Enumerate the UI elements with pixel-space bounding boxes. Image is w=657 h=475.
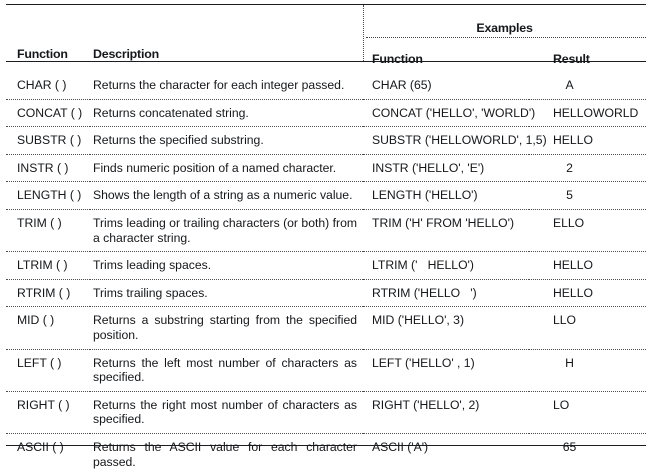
header-row-bottom: Function Result (6, 40, 646, 72)
cell-description: Trims trailing spaces. (90, 279, 363, 308)
cell-example-function: LENGTH ('HELLO') (363, 181, 529, 210)
cell-example-result: HELLOWORLD (529, 99, 647, 128)
table-body: CHAR ( ) Returns the character for each … (6, 72, 647, 475)
cell-example-result: H (529, 349, 647, 392)
cell-example-result: ELLO (529, 209, 647, 253)
table-row: TRIM ( ) Trims leading or trailing chara… (6, 209, 647, 253)
cell-description: Returns the ASCII value for each charact… (93, 439, 357, 469)
cell-example-function: LEFT ('HELLO' , 1) (363, 349, 529, 392)
column-header-examples-result: Result (553, 52, 590, 66)
cell-function: LTRIM ( ) (6, 251, 90, 280)
table-row: CHAR ( ) Returns the character for each … (6, 72, 647, 100)
table-row: CONCAT ( ) Returns concatenated string. … (6, 99, 647, 128)
cell-example-result: 5 (529, 181, 647, 210)
cell-function: CONCAT ( ) (6, 99, 90, 128)
header-row-top: Function Description Examples (6, 4, 646, 61)
cell-description: Returns a substring starting from the sp… (90, 306, 363, 350)
cell-description: Returns the left most number of characte… (90, 349, 363, 392)
cell-function: INSTR ( ) (6, 154, 90, 183)
cell-example-result: HELLO (529, 251, 647, 280)
cell-function: LENGTH ( ) (6, 181, 90, 210)
cell-example-result: A (529, 72, 647, 100)
examples-subheader-divider (366, 37, 646, 38)
cell-example-function: CONCAT ('HELLO', 'WORLD') (363, 99, 535, 128)
table-row: LTRIM ( ) Trims leading spaces. LTRIM ('… (6, 251, 647, 280)
table-row: LENGTH ( ) Shows the length of a string … (6, 181, 647, 210)
column-header-description: Description (93, 47, 159, 61)
table-row: ASCII ( ) Returns the ASCII value for ea… (6, 433, 646, 475)
cell-example-function: INSTR ('HELLO', 'E') (363, 154, 529, 183)
cell-function: LEFT ( ) (6, 349, 90, 392)
table-row: LEFT ( ) Returns the left most number of… (6, 349, 647, 392)
cell-example-result: HELLO (529, 279, 647, 308)
cell-example-function: SUBSTR ('HELLOWORLD', 1,5) (363, 126, 547, 155)
cell-example-result: LO (529, 391, 647, 434)
cell-example-function: CHAR (65) (363, 72, 529, 100)
cell-description: Returns the specified substring. (90, 126, 363, 155)
table-row: RTRIM ( ) Trims trailing spaces. RTRIM (… (6, 279, 647, 308)
cell-function: CHAR ( ) (6, 72, 90, 100)
cell-function: TRIM ( ) (6, 209, 90, 253)
table-header-border (6, 61, 646, 62)
cell-description: Trims leading or trailing characters (or… (90, 209, 363, 253)
cell-function: ASCII ( ) (17, 439, 64, 454)
cell-example-function: ASCII ('A') (372, 439, 429, 454)
column-header-examples: Examples (476, 21, 533, 35)
cell-example-function: MID ('HELLO', 3) (363, 306, 529, 350)
table-top-border (6, 4, 646, 5)
cell-description: Shows the length of a string as a numeri… (90, 181, 363, 210)
cell-example-result: 2 (529, 154, 647, 183)
cell-description: Returns the character for each integer p… (90, 72, 363, 100)
cell-function: RIGHT ( ) (6, 391, 90, 434)
cell-example-result: HELLO (529, 126, 647, 155)
cell-description: Returns concatenated string. (90, 99, 363, 128)
cell-example-result: LLO (529, 306, 647, 350)
cell-function: MID ( ) (6, 306, 90, 350)
string-functions-table: Function Description Examples Function R… (6, 4, 647, 475)
string-functions-table-container: Function Description Examples Function R… (6, 4, 647, 469)
column-header-function: Function (17, 47, 68, 61)
table-header: Function Description Examples Function R… (6, 4, 646, 72)
cell-function: SUBSTR ( ) (6, 126, 90, 155)
column-header-examples-function: Function (372, 52, 423, 66)
cell-description: Finds numeric position of a named charac… (90, 154, 363, 183)
cell-function: RTRIM ( ) (6, 279, 90, 308)
table-row: INSTR ( ) Finds numeric position of a na… (6, 154, 647, 183)
cell-example-function: LTRIM (' HELLO') (363, 251, 529, 280)
cell-example-function: RTRIM ('HELLO ') (363, 279, 529, 308)
table-bottom-border (6, 445, 646, 446)
table-row: RIGHT ( ) Returns the right most number … (6, 391, 647, 434)
examples-group-divider (363, 5, 364, 61)
cell-description: Trims leading spaces. (90, 251, 363, 280)
cell-example-function: TRIM ('H' FROM 'HELLO') (363, 209, 529, 253)
cell-example-result: 65 (562, 439, 577, 454)
table-row: SUBSTR ( ) Returns the specified substri… (6, 126, 647, 155)
cell-description: Returns the right most number of charact… (90, 391, 363, 434)
table-row: MID ( ) Returns a substring starting fro… (6, 306, 647, 350)
cell-example-function: RIGHT ('HELLO', 2) (363, 391, 529, 434)
